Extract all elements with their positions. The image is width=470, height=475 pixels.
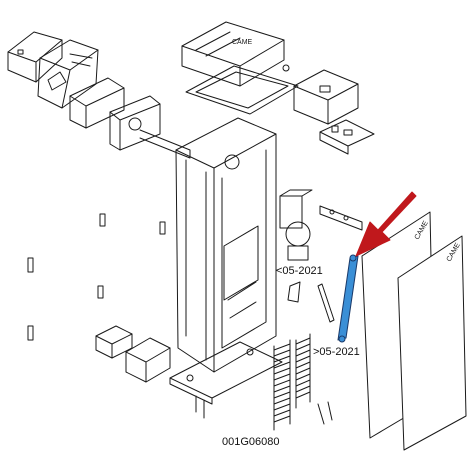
circuit-board-part [319,119,375,155]
gasket-frame-part [185,64,299,115]
version-before-label: <05-2021 [276,265,323,277]
top-cover-part [7,31,63,83]
cabinet-body-part [175,117,277,373]
cover-bracket-part [69,77,125,129]
spring-part [273,333,311,431]
anchor-plate-part [169,341,283,419]
spring-code-label: 001G06080 [222,436,280,448]
highlighted-rod-part [337,254,359,343]
gearmotor-part [279,189,313,261]
arrow-pointer-icon [355,191,417,257]
top-lid-part: CAME [181,21,285,87]
battery-cover-part [125,337,171,383]
linkage-part [287,281,335,425]
version-after-label: >05-2021 [313,346,360,358]
side-panel-part: CAME CAME [361,211,467,451]
hinge-part [27,213,166,341]
motor-bracket-part [319,205,363,231]
svg-text:CAME: CAME [414,220,430,241]
svg-text:CAME: CAME [232,39,253,46]
battery-part [95,325,133,359]
arm-support-part [109,95,191,159]
cover-housing-part [37,39,99,109]
control-box-part [293,69,359,125]
